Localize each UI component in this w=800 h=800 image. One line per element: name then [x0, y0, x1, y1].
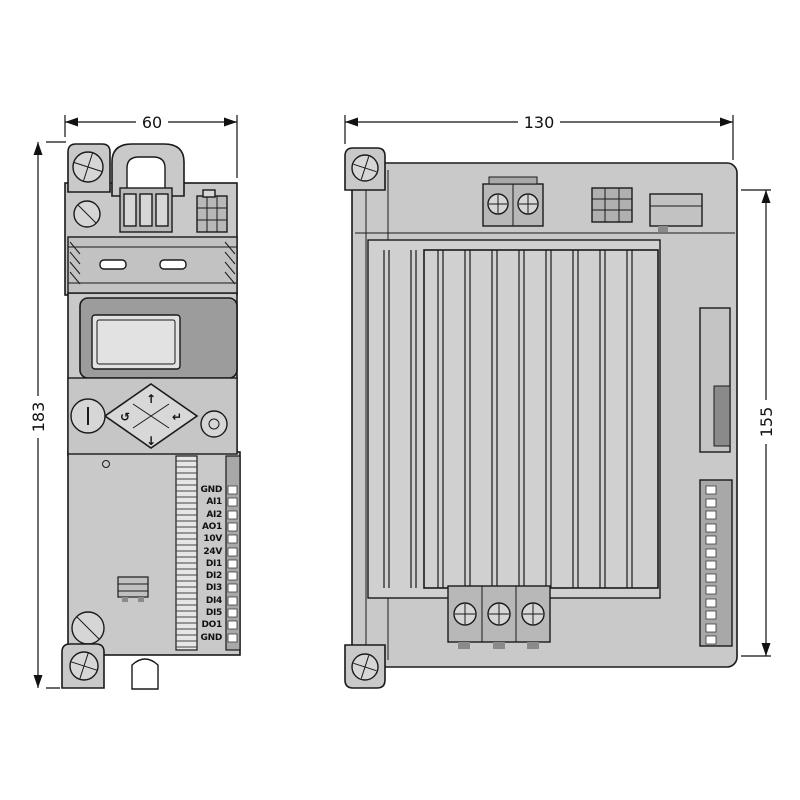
dimension-side-height: 155	[741, 189, 776, 657]
side-bottom-screw-cross	[523, 604, 543, 624]
arrow-left-icon	[345, 117, 358, 127]
side-terminal-foot	[458, 642, 470, 649]
arrow-right-icon	[224, 117, 237, 127]
heatsink	[367, 239, 661, 599]
dimension-front-width: 60	[64, 112, 238, 178]
dim-side-height-label: 155	[757, 407, 776, 438]
terminal-label: DI2	[206, 571, 222, 581]
front-slot-screw-slot	[77, 204, 97, 224]
terminal-label: AI1	[206, 497, 222, 507]
front-small-hole	[102, 460, 110, 468]
side-bottom-screw-cross	[455, 604, 475, 624]
terminal-label: GND	[201, 485, 223, 495]
front-aux-connector	[196, 195, 228, 233]
terminal-label: DI4	[206, 596, 222, 606]
dim-side-depth-label: 130	[524, 113, 555, 132]
side-bottom-terminal-dividers	[481, 586, 517, 642]
keypad-knob-center	[208, 418, 220, 430]
keypad-up-icon: ↑	[146, 392, 156, 406]
keyhole-slot	[131, 658, 159, 690]
dim-label-bg	[136, 112, 168, 130]
jumper-foot	[138, 597, 144, 602]
terminal-label: DI5	[206, 608, 222, 618]
emc-slot-right	[159, 259, 187, 270]
side-right-connector-foot	[658, 226, 668, 232]
lcd-inner-frame	[96, 319, 176, 365]
jumper-foot	[122, 597, 128, 602]
terminal-label: AI2	[206, 510, 222, 520]
ext-lines-183	[46, 141, 66, 689]
terminal-label: 24V	[203, 547, 222, 557]
front-view: ↑ ↓ ↺ ↵ GND AI1 AI2 AO1 10V 24V DI1 DI2 …	[61, 143, 241, 690]
emc-plate	[67, 236, 238, 294]
side-terminal-foot	[527, 642, 539, 649]
power-pole-1	[123, 193, 137, 227]
side-bottom-screw-cross	[353, 655, 377, 679]
lcd-display	[91, 314, 181, 370]
side-mid-connector-grid	[592, 188, 632, 222]
jumper-block	[117, 576, 149, 598]
terminal-label: DO1	[202, 620, 223, 630]
side-top-screw-cross	[353, 156, 377, 180]
terminal-openings	[227, 485, 238, 643]
side-view	[344, 147, 738, 689]
side-terminal-screw-cross	[519, 195, 537, 213]
ext-lines-60	[64, 115, 238, 178]
emc-plate-lines	[68, 246, 237, 284]
bottom-slot-screw-slot	[76, 616, 100, 640]
side-terminal-foot	[493, 642, 505, 649]
arrow-down-icon	[761, 643, 771, 656]
jumper-lines	[118, 583, 148, 592]
terminal-labels: GND AI1 AI2 AO1 10V 24V DI1 DI2 DI3 DI4 …	[201, 485, 223, 643]
emc-slot-left	[99, 259, 127, 270]
terminal-label: GND	[201, 633, 223, 643]
bottom-screw-cross	[70, 652, 98, 680]
terminal-strip-ladder	[176, 460, 197, 648]
dim-label-bg	[756, 400, 776, 444]
side-terminal-screw-cross	[489, 195, 507, 213]
keypad-back-icon: ↺	[120, 410, 130, 424]
keypad-cross-dividers	[132, 403, 170, 429]
front-aux-connector-tab	[202, 189, 216, 198]
emc-hatch-left	[69, 241, 81, 285]
power-pole-2	[139, 193, 153, 227]
dim-front-height-label: 183	[29, 402, 48, 433]
side-terminal-openings	[705, 485, 717, 645]
keypad-down-icon: ↓	[146, 434, 156, 448]
side-mid-connector	[591, 187, 633, 223]
terminal-label: DI1	[206, 559, 222, 569]
keypad-knob	[200, 410, 228, 438]
terminal-label: AO1	[202, 522, 222, 532]
heatsink-fins	[383, 250, 633, 588]
terminal-label: 10V	[203, 534, 222, 544]
keypad-enter-icon: ↵	[172, 410, 182, 424]
terminal-strip	[175, 455, 198, 651]
side-top-terminal-cap	[488, 176, 538, 185]
option-card-insert	[713, 385, 731, 447]
side-right-connector	[649, 193, 703, 227]
terminal-label: DI3	[206, 583, 222, 593]
dim-front-width-label: 60	[142, 113, 162, 132]
side-bottom-screw-cross	[489, 604, 509, 624]
dimension-side-depth: 130	[344, 112, 734, 160]
arrow-up-icon	[761, 190, 771, 203]
cable-hook-opening	[126, 156, 166, 197]
top-screw-cross	[73, 152, 103, 182]
arrow-left-icon	[65, 117, 78, 127]
power-pole-3	[155, 193, 169, 227]
arrow-down-icon	[33, 675, 43, 688]
emc-hatch-right	[224, 241, 236, 285]
dimension-front-height: 183	[28, 141, 66, 689]
dim-label-bg	[518, 112, 560, 130]
front-aux-connector-grid	[197, 196, 227, 232]
dim-label-bg	[28, 396, 48, 438]
arrow-up-icon	[33, 142, 43, 155]
arrow-right-icon	[720, 117, 733, 127]
